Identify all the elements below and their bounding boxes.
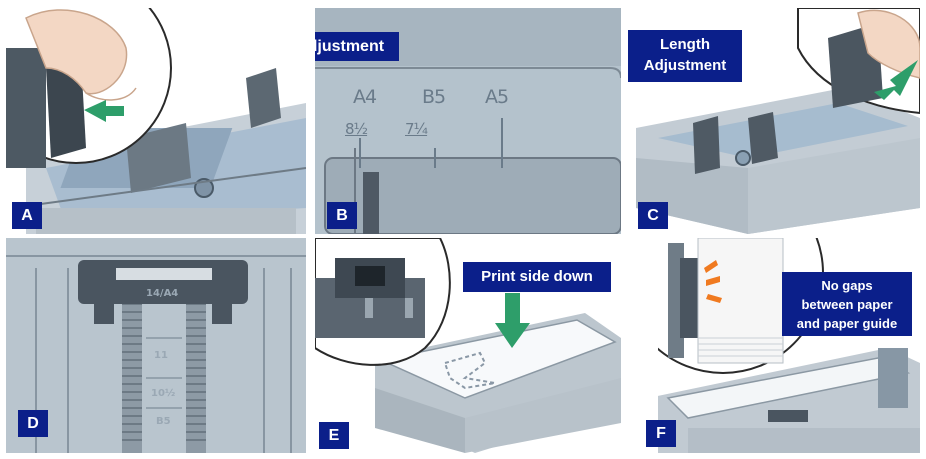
panel-b-label: B <box>327 202 357 229</box>
panel-f-no-gaps: No gaps between paper and paper guide F <box>628 238 920 453</box>
scale-mark-a5: A5 <box>485 86 509 108</box>
width-adjustment-callout: Width Adjustment <box>315 32 399 61</box>
panel-e-load-paper: Print side down E <box>315 238 621 453</box>
callout-line-1: Length <box>660 36 710 53</box>
panel-d-length-scale: 14/A4 11 10½ B5 D <box>6 238 306 453</box>
green-arrow-icon <box>84 100 124 122</box>
contact-spark-icon <box>704 260 722 303</box>
panel-c-length-guide-tray: Length Adjustment C <box>628 8 920 234</box>
length-mark-11: 11 <box>154 350 168 361</box>
length-adjustment-callout: Length Adjustment <box>628 30 742 82</box>
green-arrow-icon <box>874 60 918 100</box>
tray-illustration-f <box>628 238 920 453</box>
callout-line-3: and paper guide <box>796 316 898 331</box>
scale-mark-b5: B5 <box>422 86 446 108</box>
scale-mark-a4: A4 <box>353 86 377 108</box>
panel-d-label: D <box>18 410 48 437</box>
scale-mark-8-half: 8½ <box>345 120 368 138</box>
tray-illustration-a <box>6 8 306 234</box>
print-side-down-callout: Print side down <box>463 262 611 292</box>
length-mark-14-a4: 14/A4 <box>146 288 179 299</box>
tray-illustration-c <box>628 8 920 234</box>
length-mark-10-half: 10½ <box>151 388 176 399</box>
tray-illustration-e <box>315 238 621 453</box>
length-scale-illustration <box>6 238 306 453</box>
panel-b-width-scale: Width Adjustment A4 B5 A5 8½ 7¼ B <box>315 8 621 234</box>
no-gaps-callout: No gaps between paper and paper guide <box>782 272 912 336</box>
callout-line-2: Adjustment <box>643 57 727 74</box>
callout-line-1: No gaps <box>821 278 873 293</box>
green-down-arrow-icon <box>495 293 530 348</box>
panel-a-label: A <box>12 202 42 229</box>
panel-e-label: E <box>319 422 349 449</box>
panel-c-label: C <box>638 202 668 229</box>
length-mark-b5: B5 <box>156 416 171 427</box>
scale-mark-7-quarter: 7¼ <box>405 120 428 138</box>
panel-a-width-guide-tray: A <box>6 8 306 234</box>
panel-f-label: F <box>646 420 676 447</box>
callout-line-2: between paper <box>801 297 893 312</box>
